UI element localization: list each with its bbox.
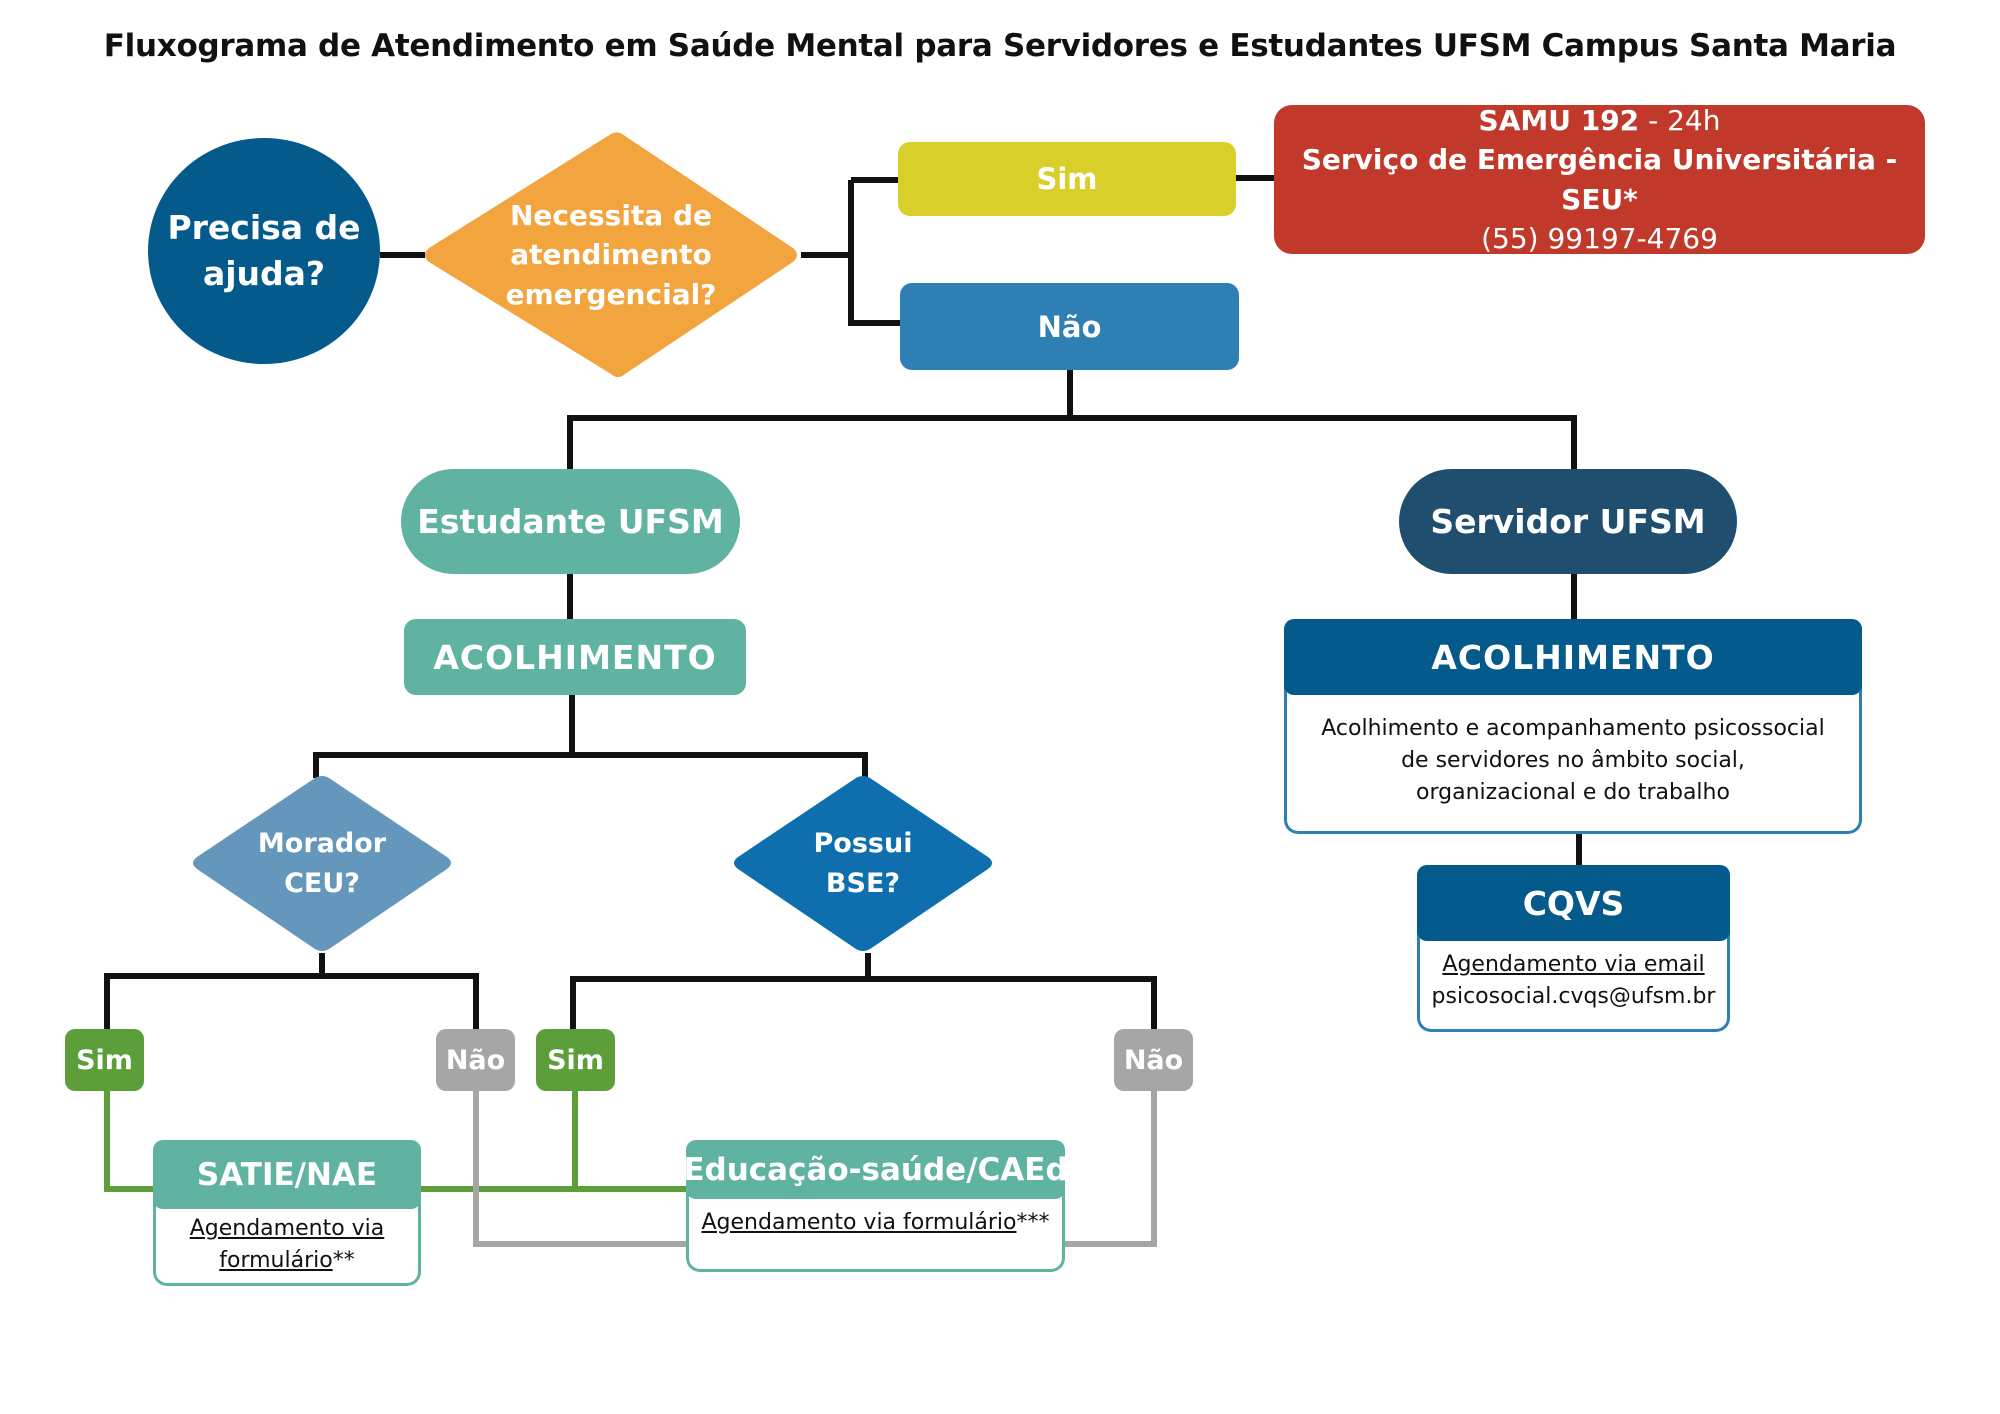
diamond-shape bbox=[425, 132, 797, 377]
satie-link-line2[interactable]: formulário bbox=[219, 1247, 333, 1273]
connector-split bbox=[567, 415, 1577, 469]
diamond-shape bbox=[734, 776, 992, 951]
satie-title: SATIE/NAE bbox=[196, 1156, 378, 1193]
caed-card: Educação-saúde/CAEd Agendamento via form… bbox=[683, 1140, 1068, 1272]
caed-header: Educação-saúde/CAEd bbox=[683, 1140, 1068, 1199]
morador-no-tag: Não bbox=[436, 1029, 515, 1091]
emergency-no-box: Não bbox=[900, 283, 1239, 370]
bse-yes-tag: Sim bbox=[536, 1029, 615, 1091]
description-line2: de servidores no âmbito social, bbox=[1401, 747, 1745, 773]
student-label: Estudante UFSM bbox=[417, 502, 724, 541]
description-line1: Acolhimento e acompanhamento psicossocia… bbox=[1321, 716, 1825, 741]
page-title: Fluxograma de Atendimento em Saúde Menta… bbox=[103, 28, 1897, 64]
student-acolhimento-box: ACOLHIMENTO bbox=[404, 619, 746, 695]
start-node: Precisa de ajuda? bbox=[148, 138, 380, 364]
bse-line2: BSE? bbox=[825, 867, 901, 899]
satie-header: SATIE/NAE bbox=[153, 1140, 421, 1209]
description-line3: organizacional e do trabalho bbox=[1416, 779, 1730, 805]
emergency-question-diamond: Necessita de atendimento emergencial? bbox=[421, 130, 801, 380]
caed-body: Agendamento via formulário*** bbox=[686, 1189, 1065, 1272]
morador-yes-tag: Sim bbox=[65, 1029, 144, 1091]
connector-bse-branch bbox=[570, 976, 1157, 1029]
servidor-acolhimento-card: ACOLHIMENTO Acolhimento e acompanhamento… bbox=[1284, 619, 1862, 834]
cqvs-schedule-link[interactable]: Agendamento via email bbox=[1442, 952, 1705, 977]
cqvs-card: CQVS Agendamento via email psicosocial.c… bbox=[1417, 865, 1730, 1032]
morador-line2: CEU? bbox=[284, 867, 360, 899]
servidor-label: Servidor UFSM bbox=[1430, 502, 1706, 541]
connector-morador-branch bbox=[104, 973, 479, 1029]
possui-bse-diamond: Possui BSE? bbox=[730, 774, 996, 953]
servidor-node: Servidor UFSM bbox=[1399, 469, 1737, 574]
servidor-acolhimento-header: ACOLHIMENTO bbox=[1284, 619, 1862, 695]
caed-title: Educação-saúde/CAEd bbox=[683, 1151, 1068, 1188]
emergency-yes-box: Sim bbox=[898, 142, 1236, 216]
emergency-no-label: Não bbox=[1037, 309, 1102, 344]
samu-label: SAMU 192 bbox=[1478, 104, 1640, 138]
cqvs-title: CQVS bbox=[1522, 883, 1625, 923]
cqvs-header: CQVS bbox=[1417, 865, 1730, 941]
student-acolhimento-label: ACOLHIMENTO bbox=[433, 637, 717, 677]
connector-sim-satie bbox=[104, 1091, 160, 1192]
bse-line1: Possui bbox=[813, 828, 913, 860]
emergency-question-line3: emergencial? bbox=[505, 277, 717, 311]
caed-link[interactable]: Agendamento via formulário bbox=[701, 1210, 1017, 1235]
morador-no-label: Não bbox=[445, 1044, 506, 1076]
connector-branch-sim bbox=[848, 180, 900, 326]
seu-phone[interactable]: (55) 99197-4769 bbox=[1481, 221, 1718, 255]
connector-bse-nao-caed bbox=[1065, 1091, 1157, 1247]
bse-no-label: Não bbox=[1123, 1044, 1184, 1076]
servidor-acolhimento-label: ACOLHIMENTO bbox=[1431, 637, 1715, 677]
emergency-contacts-box: SAMU 192 - 24h Serviço de Emergência Uni… bbox=[1274, 104, 1925, 255]
diamond-shape bbox=[193, 776, 451, 951]
emergency-question-line2: atendimento bbox=[510, 238, 712, 272]
cqvs-body: Agendamento via email psicosocial.cvqs@u… bbox=[1417, 931, 1730, 1032]
satie-footnote-mark: ** bbox=[332, 1247, 355, 1273]
start-label-line1: Precisa de bbox=[167, 207, 361, 247]
emergency-yes-label: Sim bbox=[1036, 162, 1098, 196]
morador-line1: Morador bbox=[257, 828, 387, 860]
start-label-line2: ajuda? bbox=[202, 254, 326, 293]
satie-nae-card: SATIE/NAE Agendamento via formulário** bbox=[153, 1140, 421, 1286]
caed-footnote-mark: *** bbox=[1016, 1210, 1050, 1235]
bse-yes-label: Sim bbox=[547, 1044, 604, 1076]
student-node: Estudante UFSM bbox=[401, 469, 740, 574]
connector-tree bbox=[313, 752, 868, 778]
cqvs-email[interactable]: psicosocial.cvqs@ufsm.br bbox=[1431, 983, 1716, 1009]
samu-hours: - 24h bbox=[1639, 104, 1721, 138]
bse-no-tag: Não bbox=[1114, 1029, 1193, 1091]
satie-body: Agendamento via formulário** bbox=[153, 1199, 421, 1286]
morador-yes-label: Sim bbox=[76, 1044, 133, 1076]
emergency-question-line1: Necessita de bbox=[509, 199, 712, 233]
seu-label: Serviço de Emergência Universitária - SE… bbox=[1301, 143, 1898, 216]
connector-nao-caed bbox=[473, 1091, 690, 1247]
servidor-acolhimento-description: Acolhimento e acompanhamento psicossocia… bbox=[1284, 685, 1862, 834]
satie-link-line1[interactable]: Agendamento via bbox=[189, 1216, 385, 1241]
morador-ceu-diamond: Morador CEU? bbox=[189, 774, 455, 953]
